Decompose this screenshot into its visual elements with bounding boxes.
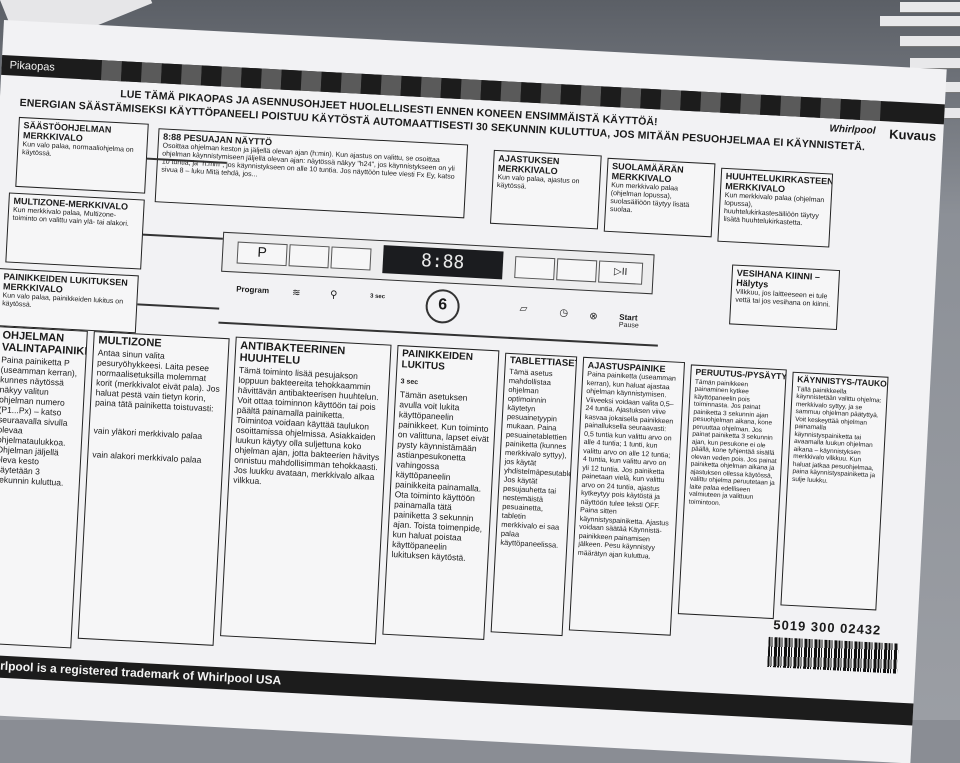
delay-button[interactable] xyxy=(556,258,598,283)
box-text: Tämä asetus mahdollistaa ohjelman optimo… xyxy=(500,366,578,550)
sec-label: 3 sec xyxy=(369,293,386,301)
box-text: Tämä toiminto lisää pesujakson loppuun b… xyxy=(232,364,380,487)
box-peruutus: PERUUTUS-/PYSÄYTYSPAINIKE Tämän painikke… xyxy=(677,364,787,620)
pesuaika-display: 8:88 xyxy=(382,245,504,280)
box-vesihana: VESIHANA KIINNI – Hälytys Vilkkuu, jos l… xyxy=(729,264,841,331)
multizone-icon: ≋ xyxy=(291,287,301,299)
cancel-icon: ⊗ xyxy=(588,311,598,323)
program-button[interactable]: P xyxy=(236,241,288,267)
box-text: Paina painiketta P (useamman kerran), ku… xyxy=(0,354,78,488)
box-naytto: 8:88 PESUAJAN NÄYTTÖ Osoittaa ohjelman k… xyxy=(154,128,469,219)
box-kaynnistys: KÄYNNISTYS-/TAUKO-/JATKAMISPAINIKE Tällä… xyxy=(780,371,889,611)
box-title: OHJELMAN VALINTAPAINIKE xyxy=(1,329,88,359)
box-multizone-led: MULTIZONE-MERKKIVALO Kun merkkivalo pala… xyxy=(5,192,145,270)
delay-icon: ◷ xyxy=(559,307,569,319)
box-sec: 3 sec xyxy=(400,378,419,387)
box-ohjelman-valinta: OHJELMAN VALINTAPAINIKE Paina painiketta… xyxy=(0,326,88,649)
tablet-icon: ▱ xyxy=(519,303,528,315)
start-button[interactable]: ▷II xyxy=(598,260,644,285)
box-ajastuspainike: AJASTUSPAINIKE Paina painiketta (useamma… xyxy=(568,356,686,636)
program-label: Program xyxy=(236,284,270,296)
doc-label: Kuvaus xyxy=(888,126,937,144)
box-ajastus-led: AJASTUKSEN MERKKIVALO Kun valo palaa, aj… xyxy=(490,149,602,230)
box-text: Kun merkkivalo palaa (ohjelman lopussa),… xyxy=(609,182,690,215)
brand-logo: Whirlpool xyxy=(829,123,876,137)
sixth-sense-logo: 6 xyxy=(424,288,461,325)
box-text: Kun merkkivalo palaa (ohjelman lopussa),… xyxy=(723,191,825,228)
box-text: Tämän asetuksen avulla voit lukita käytt… xyxy=(391,389,490,563)
box-text: Paina painiketta (useamman kerran), kun … xyxy=(577,371,677,561)
antibak-button[interactable] xyxy=(330,246,372,271)
box-suola: SUOLAMÄÄRÄN MERKKIVALO Kun merkkivalo pa… xyxy=(603,157,716,238)
lower-basket-note: vain alakori merkkivalo palaa xyxy=(92,449,202,465)
box-text: Antaa sinun valita pesuryöhykkeesi. Lait… xyxy=(94,347,221,414)
quick-guide-sheet: Pikaopas Whirlpool Kuvaus LUE TÄMÄ PIKAO… xyxy=(0,20,947,763)
box-text: Tällä painikkeella käynnistetään valittu… xyxy=(791,385,882,485)
footer-trademark: Whirlpool is a registered trademark of W… xyxy=(0,657,282,688)
display-digits: 8:88 xyxy=(420,250,465,274)
box-painikkeiden-lukitus: PAINIKKEIDEN LUKITUS 3 sec Tämän asetuks… xyxy=(382,345,500,640)
antibak-icon: ⚲ xyxy=(329,289,338,301)
box-antibakteerinen: ANTIBAKTEERINEN HUUHTELU Tämä toiminto l… xyxy=(220,336,392,645)
connector-line xyxy=(137,303,220,310)
product-code: 5019 300 02432 xyxy=(773,617,882,638)
box-huuhtelu: HUUHTELUKIRKASTEEN MERKKIVALO Kun merkki… xyxy=(717,167,834,248)
box-saasto: SÄÄSTÖOHJELMAN MERKKIVALO Kun valo palaa… xyxy=(15,116,149,194)
pause-label: Pause xyxy=(618,321,639,330)
barcode xyxy=(767,636,899,674)
tablet-button[interactable] xyxy=(514,256,556,281)
upper-basket-note: vain yläkori merkkivalo palaa xyxy=(93,425,203,441)
box-title: PAINIKKEIDEN LUKITUS xyxy=(401,348,474,373)
box-lukitus-led: PAINIKKEIDEN LUKITUKSEN MERKKIVALO Kun v… xyxy=(0,268,139,334)
box-text: Tämän painikkeen painaminen kytkee käytt… xyxy=(688,378,777,507)
box-multizone: MULTIZONE Antaa sinun valita pesuryöhykk… xyxy=(77,331,230,646)
box-tablettiasetus: TABLETTIASETUS Tämä asetus mahdollistaa … xyxy=(490,352,578,637)
connector-line xyxy=(142,233,223,240)
multizone-button[interactable] xyxy=(288,244,330,269)
control-panel: P 8:88 ▷II xyxy=(221,231,655,295)
top-bar-title: Pikaopas xyxy=(9,59,56,74)
